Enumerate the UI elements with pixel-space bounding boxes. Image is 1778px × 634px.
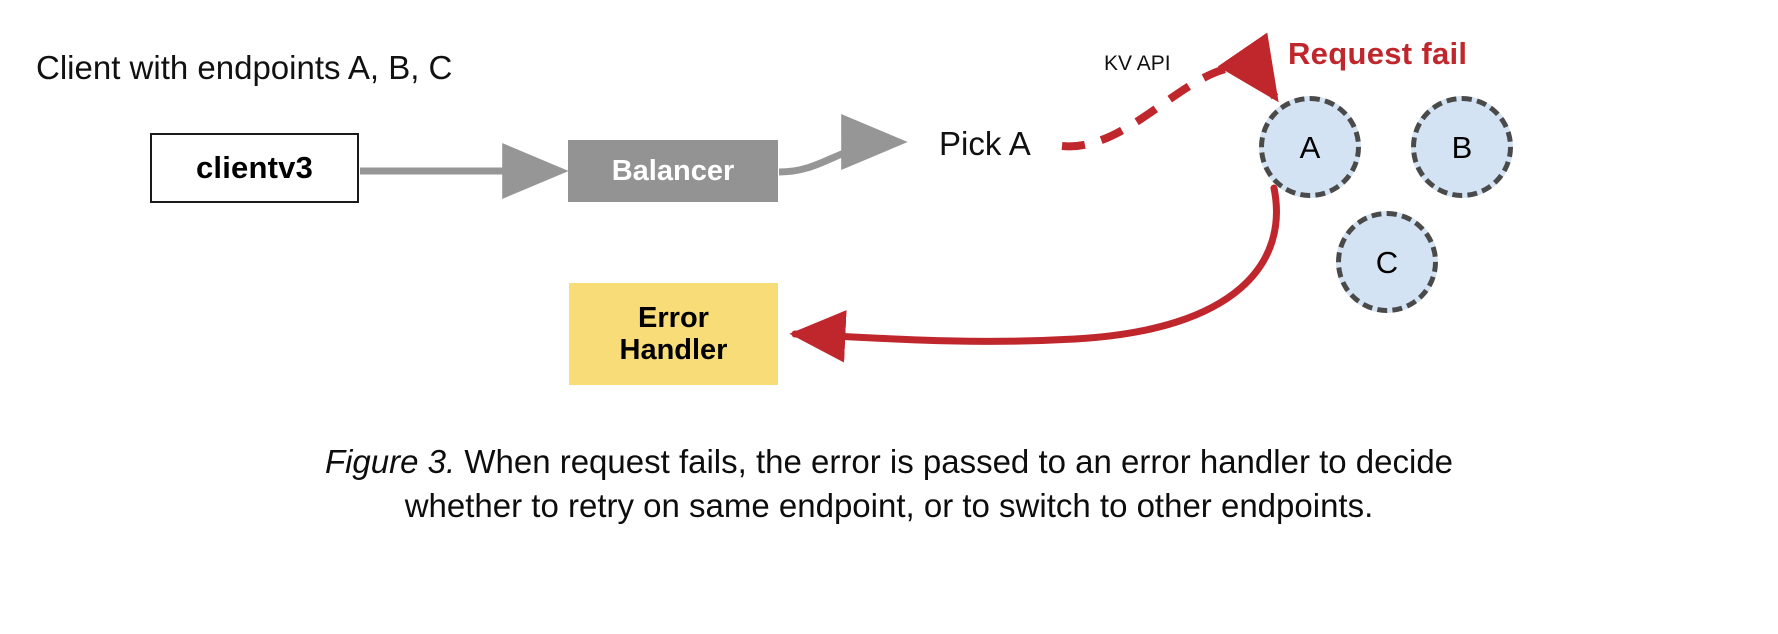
figure-caption-line-2: whether to retry on same endpoint, or to… [404, 487, 1374, 525]
figure-caption-line-1: Figure 3. When request fails, the error … [0, 440, 1778, 484]
figure-caption-prefix: Figure 3. [324, 443, 456, 480]
request-fail-label: Request fail [1288, 36, 1468, 71]
pick-a-label: Pick A [939, 125, 1031, 162]
arrow-balancer-to-pick-a [778, 114, 908, 176]
kv-api-label: KV API [1104, 52, 1171, 75]
clientv3-label: clientv3 [195, 150, 314, 185]
client-endpoints-caption: Client with endpoints A, B, C [36, 49, 453, 86]
balancer-label: Balancer [611, 154, 735, 187]
arrow-a-to-error-handler [789, 184, 1280, 363]
endpoint-node-b-label: B [1451, 129, 1473, 165]
error-handler-label-line1: Error [638, 301, 709, 334]
error-handler-label-line2: Handler [619, 334, 728, 366]
error-handler-node: Error Handler [569, 283, 778, 385]
balancer-node: Balancer [568, 140, 778, 202]
clientv3-node: clientv3 [150, 133, 359, 203]
arrow-kv-api-request-to-a [1061, 32, 1279, 151]
endpoint-node-a-label: A [1299, 129, 1321, 165]
endpoint-node-c: C [1336, 211, 1438, 313]
endpoint-node-a: A [1259, 96, 1361, 198]
figure-caption: Figure 3. When request fails, the error … [0, 440, 1778, 528]
endpoint-node-c-label: C [1375, 244, 1399, 280]
figure-caption-line-1-text: When request fails, the error is passed … [455, 443, 1454, 480]
endpoint-node-b: B [1411, 96, 1513, 198]
